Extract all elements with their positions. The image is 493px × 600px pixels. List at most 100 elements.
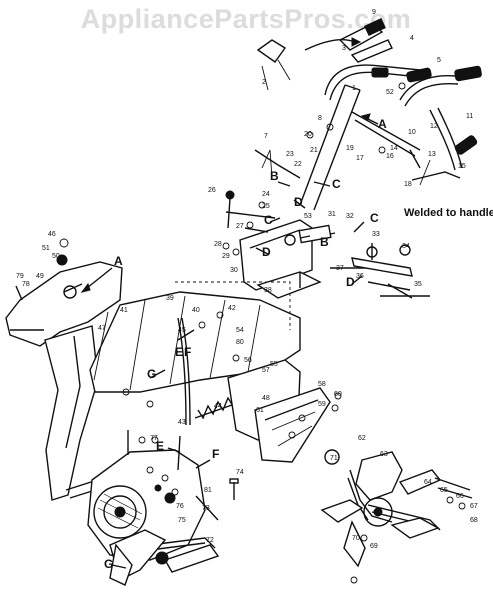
letter-callout: E xyxy=(156,439,164,453)
part-number-label: 73 xyxy=(202,505,210,512)
part-number-label: 19 xyxy=(346,145,354,152)
part-number-label: 1 xyxy=(352,85,356,92)
part-number-label: 25 xyxy=(262,203,270,210)
part-number-label: 30 xyxy=(230,267,238,274)
tine-assembly xyxy=(320,451,473,568)
part-number-label: 35 xyxy=(414,281,422,288)
part-number-label: 39 xyxy=(166,295,174,302)
part-number-label: 81 xyxy=(204,487,212,494)
part-number-label: 80 xyxy=(236,339,244,346)
part-number-label: 16 xyxy=(386,153,394,160)
part-number-label: 72 xyxy=(206,537,214,544)
part-number-label: 67 xyxy=(470,503,478,510)
part-number-label: 12 xyxy=(430,123,438,130)
callout-leaders xyxy=(80,113,379,569)
bracket-assembly xyxy=(225,190,430,299)
part-number-label: 2 xyxy=(262,79,266,86)
part-number-label: 10 xyxy=(408,129,416,136)
letter-callout: B xyxy=(270,169,279,183)
hardware xyxy=(15,82,421,584)
part-number-label: 53 xyxy=(304,213,312,220)
part-number-label: 34 xyxy=(402,243,410,250)
part-number-label: 55 xyxy=(270,361,278,368)
part-number-label: 41 xyxy=(120,307,128,314)
part-number-label: 43 xyxy=(178,419,186,426)
part-number-label: 78 xyxy=(22,281,30,288)
part-number-label: 64 xyxy=(424,479,432,486)
letter-callout: C xyxy=(370,211,379,225)
part-number-label: 76 xyxy=(176,503,184,510)
part-number-label: 9 xyxy=(372,9,376,16)
part-number-label: 18 xyxy=(404,181,412,188)
letter-callout: G xyxy=(104,557,113,571)
part-number-label: 24 xyxy=(262,191,270,198)
part-number-label: 21 xyxy=(310,147,318,154)
tine-shield xyxy=(89,281,331,463)
part-number-label: 58 xyxy=(318,381,326,388)
letter-callout: D xyxy=(294,195,303,209)
part-number-label: 29 xyxy=(222,253,230,260)
part-number-label: 37 xyxy=(336,265,344,272)
part-number-label: 68 xyxy=(470,517,478,524)
part-number-label: 50 xyxy=(52,253,60,260)
part-number-label: 4 xyxy=(410,35,414,42)
letter-callout: A xyxy=(114,254,123,268)
letter-callout: C xyxy=(332,177,341,191)
part-number-label: 66 xyxy=(456,493,464,500)
part-number-label: 49 xyxy=(36,273,44,280)
letter-callout: A xyxy=(378,117,387,131)
part-number-label: 14 xyxy=(390,145,398,152)
part-number-label: 5 xyxy=(437,57,441,64)
part-number-label: 17 xyxy=(356,155,364,162)
part-number-label: 56 xyxy=(244,357,252,364)
part-number-label: 11 xyxy=(466,113,473,120)
part-number-label: 8 xyxy=(318,115,322,122)
part-number-label: 27 xyxy=(236,223,244,230)
part-number-label: 45 xyxy=(178,327,186,334)
part-number-label: 42 xyxy=(228,305,236,312)
part-number-label: 3 xyxy=(342,45,346,52)
part-number-label: 70 xyxy=(352,535,360,542)
part-number-label: 69 xyxy=(370,543,378,550)
part-number-label: 51 xyxy=(42,245,50,252)
letter-callout: D xyxy=(346,275,355,289)
letter-callout: F xyxy=(184,345,191,359)
part-number-label: 71 xyxy=(330,455,338,462)
letter-callout: C xyxy=(264,213,273,227)
part-number-label: 46 xyxy=(48,231,56,238)
part-number-label: 40 xyxy=(192,307,200,314)
part-number-label: 38 xyxy=(264,287,272,294)
part-number-label: 6 xyxy=(418,77,422,84)
part-number-label: 48 xyxy=(262,395,270,402)
part-number-label: 77 xyxy=(150,435,158,442)
part-number-label: 13 xyxy=(428,151,436,158)
part-number-label: 36 xyxy=(356,273,364,280)
letter-callout: F xyxy=(212,447,219,461)
part-number-label: 22 xyxy=(294,161,302,168)
part-number-label: 54 xyxy=(236,327,244,334)
part-number-label: 62 xyxy=(358,435,366,442)
part-number-label: 7 xyxy=(264,133,268,140)
part-number-label: 26 xyxy=(208,187,216,194)
handle-assembly xyxy=(254,18,482,211)
part-number-label: 65 xyxy=(440,487,448,494)
watermark: AppliancePartsPros.com xyxy=(81,4,412,34)
part-number-label: 47 xyxy=(98,325,106,332)
part-number-label: 61 xyxy=(256,407,264,414)
part-number-label: 63 xyxy=(380,451,388,458)
part-number-label: 59 xyxy=(318,401,326,408)
part-number-label: 32 xyxy=(346,213,354,220)
letter-callout: D xyxy=(262,245,271,259)
letter-callout: B xyxy=(320,235,329,249)
part-number-label: 79 xyxy=(16,273,24,280)
part-number-label: 33 xyxy=(372,231,380,238)
part-number-label: 15 xyxy=(458,163,466,170)
part-number-label: 28 xyxy=(214,241,222,248)
letter-callout: G xyxy=(147,367,156,381)
part-number-label: 23 xyxy=(286,151,294,158)
welded-to-handle-note: Welded to handle xyxy=(404,207,493,219)
part-number-label: 52 xyxy=(386,89,394,96)
